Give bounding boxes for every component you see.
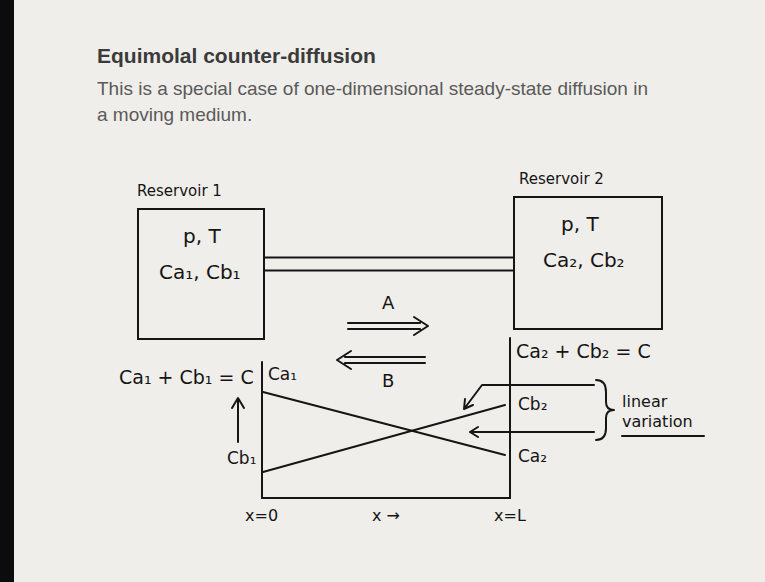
concentration-label: Cb₂ (518, 394, 547, 414)
species-label: A (382, 292, 394, 314)
leader-line (470, 427, 594, 437)
flow-arrow (337, 351, 425, 369)
brace (596, 380, 614, 440)
box-heading: Reservoir 1 (137, 182, 222, 200)
axis-label: x=L (494, 506, 526, 525)
x-axis (262, 497, 510, 499)
box-text: p, T (183, 224, 221, 248)
left-axis (261, 362, 263, 498)
pointer-arrow (232, 398, 244, 442)
reservoir-box: Reservoir 2p, TCa₂, Cb₂ (513, 196, 663, 330)
body-text: This is a special case of one-dimensiona… (97, 76, 657, 128)
box-text: Ca₂, Cb₂ (543, 248, 625, 272)
sum-equation: Ca₂ + Cb₂ = C (516, 340, 651, 363)
underline (622, 435, 704, 437)
tube-wall (265, 257, 513, 272)
axis-label: x → (372, 506, 400, 525)
reservoir-box: Reservoir 1p, TCa₁, Cb₁ (137, 208, 265, 340)
flow-arrow (348, 317, 428, 335)
concentration-label: Ca₂ (518, 446, 547, 466)
note-text: linear variation (622, 392, 717, 432)
concentration-label: Ca₁ (268, 364, 297, 384)
right-axis (509, 338, 511, 498)
tube (265, 264, 513, 265)
box-heading: Reservoir 2 (519, 170, 604, 188)
box-text: p, T (561, 212, 599, 236)
axis-label: x=0 (245, 506, 278, 525)
sum-equation: Ca₁ + Cb₁ = C (119, 366, 254, 389)
slide-title: Equimolal counter-diffusion (97, 44, 376, 68)
species-label: B (382, 370, 394, 392)
concentration-label: Cb₁ (227, 448, 256, 468)
frame-band (0, 0, 14, 582)
tube-bore (265, 259, 513, 270)
cb-profile-line (263, 405, 505, 472)
box-text: Ca₁, Cb₁ (159, 260, 241, 284)
